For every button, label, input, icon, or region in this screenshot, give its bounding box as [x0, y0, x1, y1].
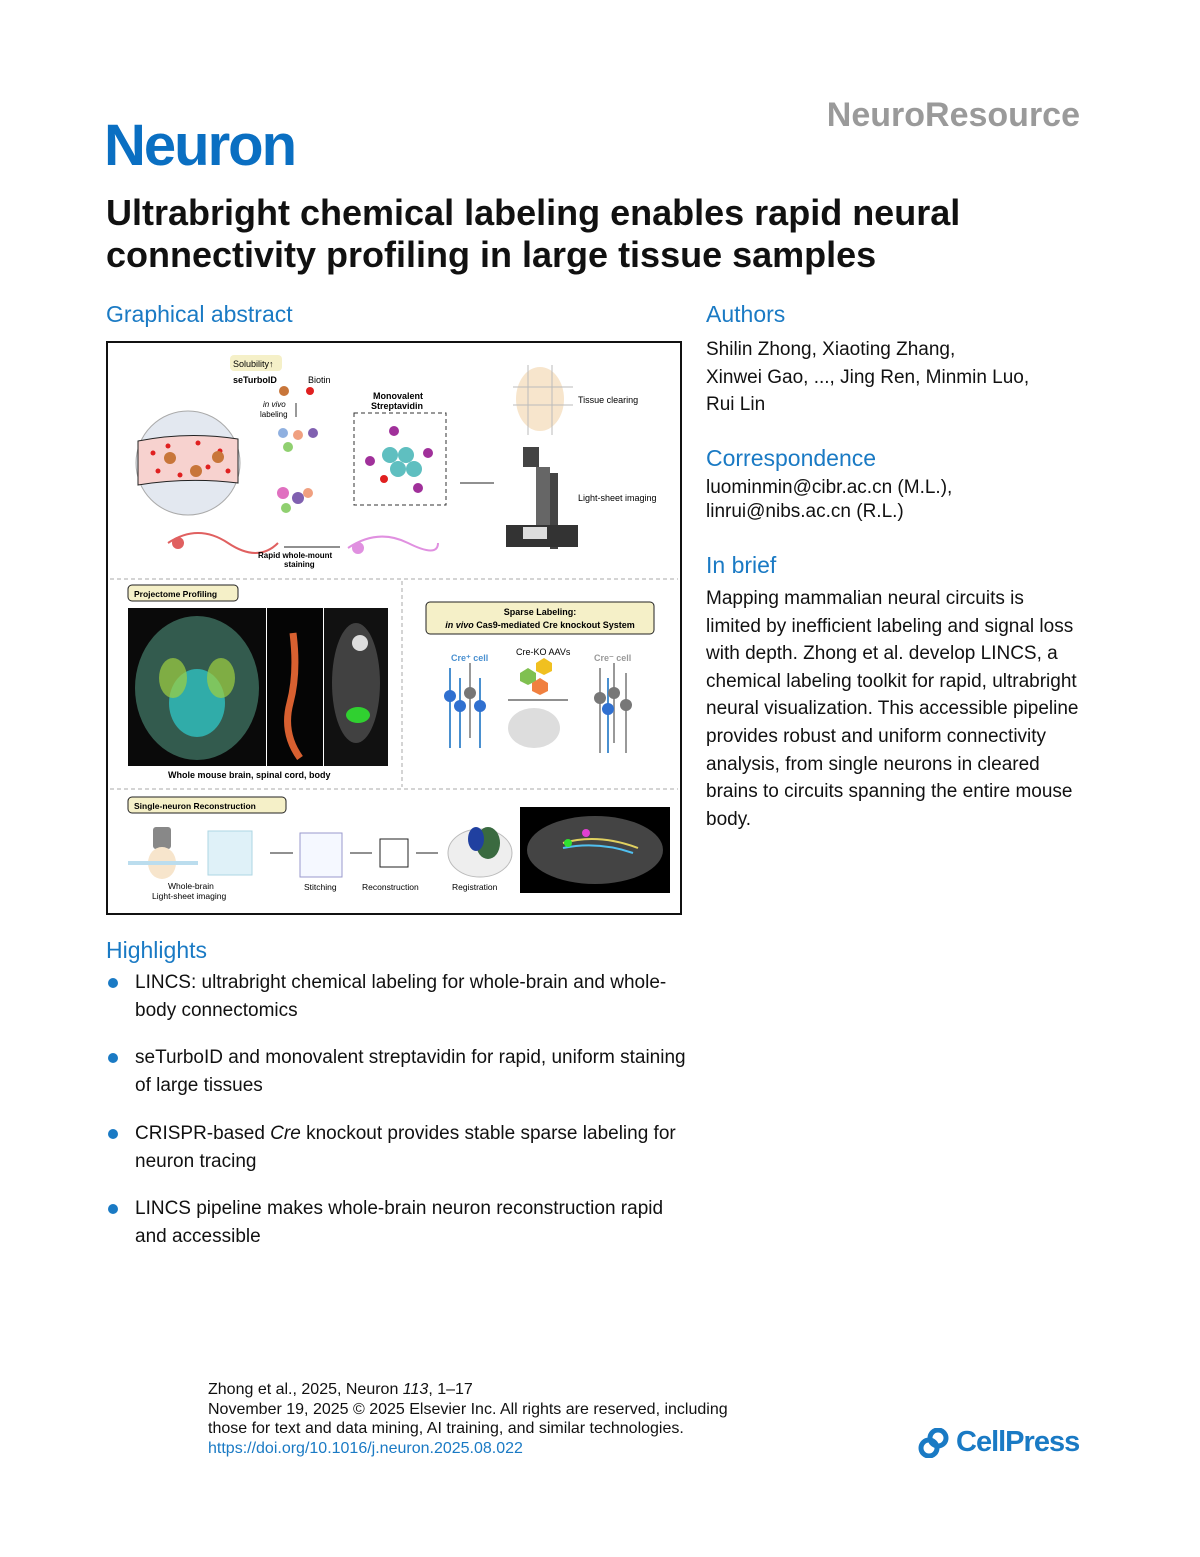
authors-line: Xinwei Gao, ..., Jing Ren, Minmin Luo,: [706, 366, 1030, 388]
in-brief-heading: In brief: [706, 552, 777, 578]
label-seturboid: seTurboID: [233, 375, 277, 385]
label-solubility: Solubility↑: [233, 359, 274, 369]
svg-text:Light-sheet imaging: Light-sheet imaging: [578, 493, 657, 503]
svg-text:Whole-brain: Whole-brain: [168, 881, 214, 891]
svg-text:Tissue clearing: Tissue clearing: [578, 395, 638, 405]
neuron-red: [167, 532, 279, 554]
svg-text:Single-neuron Reconstruction: Single-neuron Reconstruction: [134, 801, 256, 811]
objective-icon: [153, 827, 171, 849]
vessel: [137, 434, 239, 486]
svg-text:Projectome Profiling: Projectome Profiling: [134, 589, 217, 599]
svg-text:Streptavidin: Streptavidin: [371, 401, 423, 411]
correspondence-heading: Correspondence: [706, 445, 877, 471]
svg-text:Monovalent: Monovalent: [373, 391, 423, 401]
article-type: NeuroResource: [826, 96, 1080, 134]
solubility-badge: [230, 355, 282, 371]
svg-text:Registration: Registration: [452, 882, 498, 892]
authors-heading: Authors: [706, 301, 786, 327]
svg-text:Cre⁻ cell: Cre⁻ cell: [594, 653, 631, 663]
graphical-abstract-heading: Graphical abstract: [106, 301, 293, 327]
in-brief-text: Mapping mammalian neural circuits is lim…: [706, 588, 1079, 830]
bullet-icon: [108, 1053, 118, 1063]
svg-text:Light-sheet imaging: Light-sheet imaging: [152, 891, 226, 901]
light-sheet-microscope-icon: [506, 447, 578, 549]
svg-text:Reconstruction: Reconstruction: [362, 882, 419, 892]
cas9-icon: [508, 708, 560, 748]
doi-link[interactable]: https://doi.org/10.1016/j.neuron.2025.08…: [208, 1439, 523, 1457]
bullet-icon: [108, 1129, 118, 1139]
highlight-item: LINCS: ultrabright chemical labeling for…: [106, 969, 696, 1025]
authors-line: Shilin Zhong, Xiaoting Zhang,: [706, 339, 956, 360]
svg-text:labeling: labeling: [260, 410, 288, 419]
neuron-pink: [347, 535, 439, 552]
svg-text:staining: staining: [284, 560, 315, 569]
footer-citation: Zhong et al., 2025, Neuron 113, 1–17 Nov…: [208, 1381, 728, 1457]
cellpress-logo: CellPress: [918, 1426, 1080, 1459]
journal-logo: Neuron: [104, 113, 297, 178]
label-biotin: Biotin: [308, 375, 331, 385]
highlight-item: seTurboID and monovalent streptavidin fo…: [106, 1044, 696, 1100]
svg-text:in vivo Cas9-mediated Cre knoc: in vivo Cas9-mediated Cre knockout Syste…: [445, 620, 635, 630]
authors-list: Shilin Zhong, Xiaoting Zhang, Xinwei Gao…: [706, 336, 1029, 419]
correspondence-email[interactable]: linrui@nibs.ac.cn (R.L.): [706, 501, 904, 522]
svg-text:Stitching: Stitching: [304, 882, 337, 892]
seturboid-icon: [279, 386, 289, 396]
article-title: Ultrabright chemical labeling enables ra…: [106, 192, 961, 275]
svg-text:Rapid whole-mount: Rapid whole-mount: [258, 551, 333, 560]
svg-text:in vivo: in vivo: [263, 400, 286, 409]
cellpress-mark-icon: [918, 1427, 949, 1458]
graphical-abstract: Solubility↑ seTurboID Biotin in vivo lab…: [106, 341, 682, 915]
biotin-icon: [306, 387, 314, 395]
highlight-item: LINCS pipeline makes whole-brain neuron …: [106, 1195, 696, 1251]
svg-text:Cre-KO AAVs: Cre-KO AAVs: [516, 647, 571, 657]
svg-text:Whole mouse brain, spinal cord: Whole mouse brain, spinal cord, body: [168, 770, 331, 780]
svg-text:Cre⁺ cell: Cre⁺ cell: [451, 653, 488, 663]
cleared-brain: [516, 367, 564, 431]
bullet-icon: [108, 1204, 118, 1214]
highlight-item: CRISPR-based Cre knockout provides stabl…: [106, 1120, 696, 1176]
correspondence: luominmin@cibr.ac.cn (M.L.), linrui@nibs…: [706, 476, 952, 524]
graphical-abstract-figure: Solubility↑ seTurboID Biotin in vivo lab…: [110, 355, 678, 901]
svg-text:Sparse Labeling:: Sparse Labeling:: [504, 607, 577, 617]
bullet-icon: [108, 978, 118, 988]
streptavidin-zoom: [353, 412, 447, 506]
correspondence-email[interactable]: luominmin@cibr.ac.cn (M.L.),: [706, 477, 953, 498]
highlights-heading: Highlights: [106, 937, 207, 963]
authors-line: Rui Lin: [706, 394, 766, 416]
